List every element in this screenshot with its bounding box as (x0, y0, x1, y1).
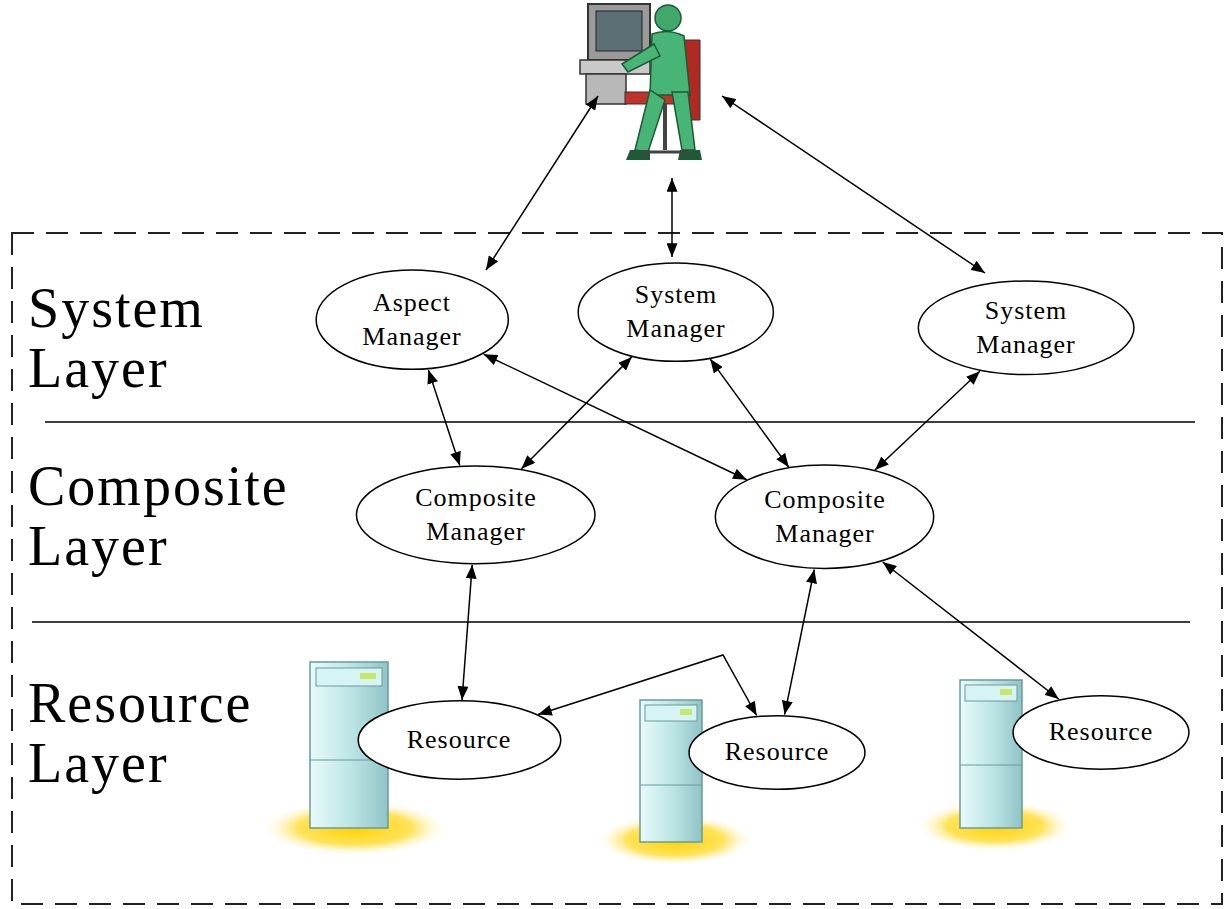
node-label: System Manager (956, 294, 1096, 362)
node-label: Resource (407, 723, 512, 757)
manager-ellipse: Resource (357, 700, 562, 780)
layer-band: Resource LayerResourceResourceResource (12, 622, 1222, 905)
manager-ellipse: Composite Manager (714, 464, 935, 569)
connector-arrow (522, 357, 632, 469)
layer-separator (32, 621, 1190, 623)
manager-ellipse: Aspect Manager (315, 269, 510, 370)
connector-arrow (462, 565, 472, 700)
node-label: Resource (1049, 715, 1154, 749)
user-arrow (486, 96, 598, 270)
ellipse-outline (577, 262, 775, 362)
ellipse-outline (714, 464, 935, 569)
layer-separator (45, 421, 1195, 423)
connector-arrow (484, 354, 747, 480)
connector-arrow (883, 562, 1059, 699)
layer-band: Composite Layer Composite Manager Composit… (12, 422, 1222, 622)
manager-ellipse: Resource (688, 715, 866, 790)
node-label: Aspect Manager (342, 286, 482, 354)
user-figure (580, 4, 702, 160)
node-label: System Manager (606, 278, 746, 346)
layer-name: System Layer (28, 278, 318, 398)
manager-ellipse: Composite Manager (355, 465, 596, 565)
manager-ellipse: System Manager (577, 262, 775, 362)
node-label: Composite Manager (406, 481, 546, 549)
manager-ellipse: Resource (1012, 695, 1190, 770)
node-label: Composite Manager (755, 483, 895, 551)
connector-arrow (710, 359, 789, 467)
connector-arrow (428, 370, 459, 466)
system-frame (12, 233, 1222, 904)
connector-arrow (538, 655, 757, 716)
layer-band: System Layer Aspect Manager System Manager… (12, 233, 1222, 422)
ellipse-outline (917, 280, 1135, 376)
layer-name: Composite Layer (28, 456, 318, 576)
ellipse-outline (355, 465, 596, 565)
user-arrow (671, 178, 673, 257)
manager-ellipse: System Manager (917, 280, 1135, 376)
connector-arrow (875, 371, 980, 470)
connector-arrow (785, 570, 815, 715)
ellipse-outline (315, 269, 510, 370)
layer-name: Resource Layer (28, 673, 318, 793)
node-label: Resource (725, 735, 830, 769)
user-arrow (722, 96, 985, 273)
